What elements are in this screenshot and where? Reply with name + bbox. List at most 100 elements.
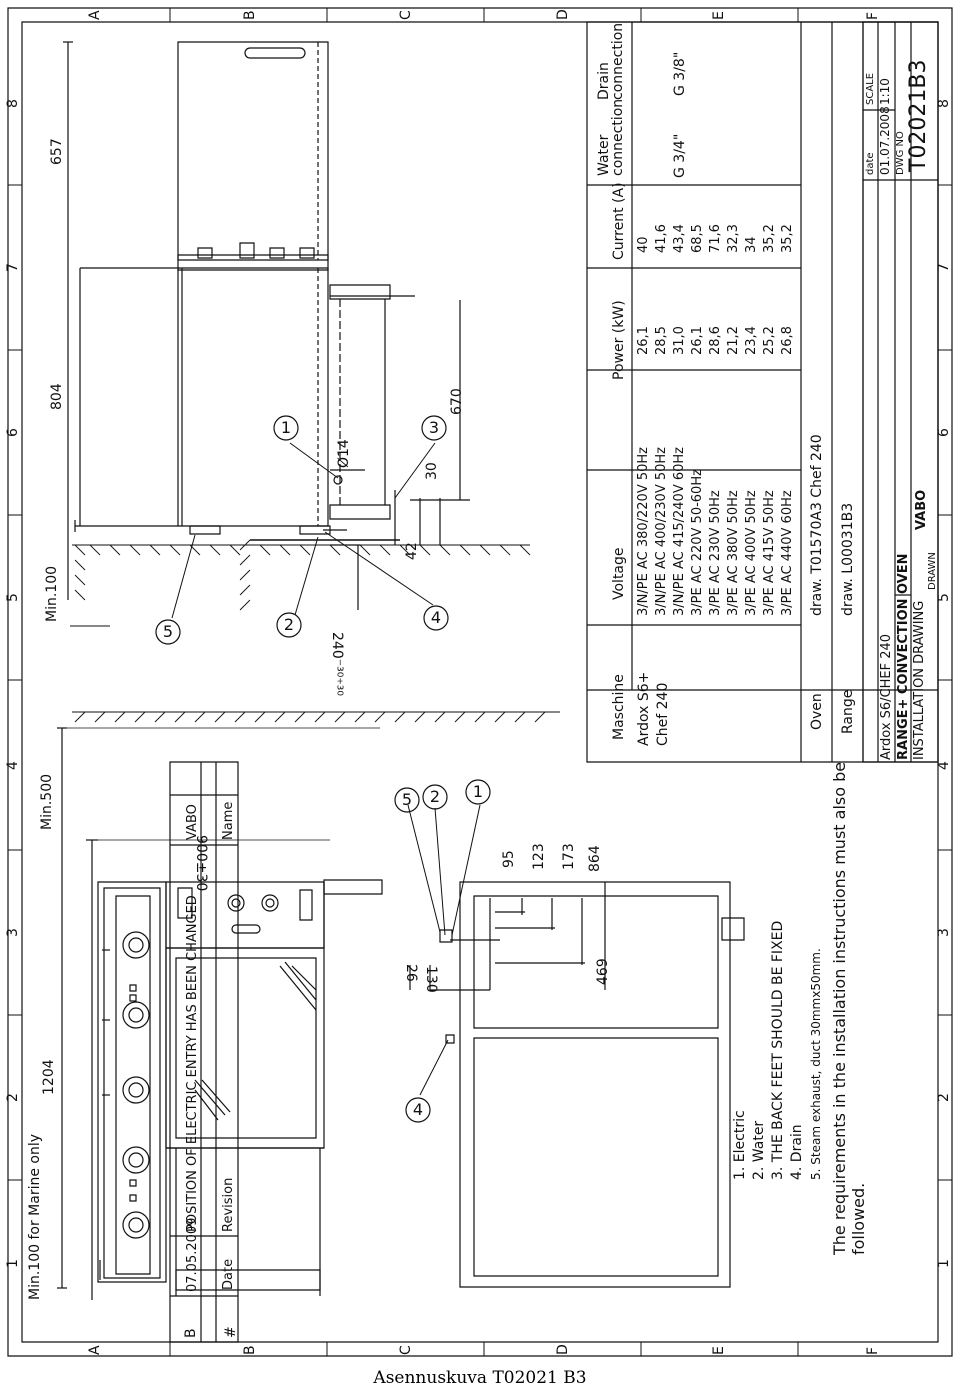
revision-hdr-date: Date bbox=[221, 1258, 236, 1290]
dim-240: 240⁻³⁰⁺³⁰ bbox=[329, 632, 345, 696]
power-row-3: 31,0 bbox=[672, 326, 687, 355]
zone-bottom-e: E bbox=[711, 1346, 727, 1355]
requirement-line-2: followed. bbox=[849, 1182, 868, 1255]
title-line-3: INSTALLATION DRAWING bbox=[912, 600, 927, 760]
voltage-row-2: 3/N/PE AC 400/230V 50Hz bbox=[654, 447, 669, 616]
dwg-label: DWG NO bbox=[895, 131, 906, 175]
revision-hdr-hash: # bbox=[223, 1326, 239, 1338]
col-right-2: 2 bbox=[936, 1093, 952, 1102]
back-view bbox=[410, 882, 744, 1287]
current-row-6: 32,3 bbox=[726, 224, 741, 253]
col-left-2: 2 bbox=[5, 1093, 21, 1102]
revision-hdr-revision: Revision bbox=[221, 1177, 236, 1232]
dim-657: 657 bbox=[49, 138, 65, 165]
range-label: Range bbox=[840, 689, 856, 734]
dwg-value: T02021B3 bbox=[906, 59, 931, 172]
front-view bbox=[57, 728, 382, 1300]
dim-900: 900±30 bbox=[193, 835, 209, 892]
col-left-6: 6 bbox=[5, 428, 21, 437]
dim-min500: Min.500 bbox=[39, 773, 55, 830]
note-3: 3. THE BACK FEET SHOULD BE FIXED bbox=[770, 920, 786, 1180]
revision-hdr-name: Name bbox=[221, 801, 236, 840]
current-row-5: 71,6 bbox=[708, 224, 723, 253]
scale-value: 1:10 bbox=[878, 78, 892, 105]
col-right-6: 6 bbox=[936, 428, 952, 437]
revision-block-lines bbox=[170, 762, 238, 1342]
figure-caption: Asennuskuva T02021 B3 bbox=[373, 1368, 587, 1388]
dim-min100: Min.100 bbox=[44, 565, 60, 622]
zone-top-e: E bbox=[711, 11, 727, 20]
zone-top-b: B bbox=[242, 10, 258, 20]
dim-26: 26 bbox=[403, 964, 419, 982]
drain-value: G 3/8" bbox=[672, 51, 688, 96]
dim-804: 804 bbox=[49, 383, 65, 410]
machine-2: Chef 240 bbox=[655, 682, 671, 746]
current-row-4: 68,5 bbox=[690, 224, 705, 253]
rotated-text-layer: A B C D E F A B C D E F 8 7 6 5 4 3 2 1 … bbox=[5, 9, 952, 1355]
power-row-7: 23,4 bbox=[744, 326, 759, 355]
callout-5-top: 5 bbox=[162, 622, 174, 641]
zone-ticks bbox=[8, 8, 952, 1356]
dim-173: 173 bbox=[561, 843, 577, 870]
col-right-3: 3 bbox=[936, 928, 952, 937]
drawn-label: DRAWN bbox=[927, 552, 938, 590]
note-4: 4. Drain bbox=[789, 1124, 805, 1180]
drawn-value: VABO bbox=[914, 489, 929, 530]
col-left-1: 1 bbox=[5, 1259, 21, 1268]
zone-bottom-f: F bbox=[865, 1346, 881, 1355]
col-left-4: 4 bbox=[5, 761, 21, 770]
dim-phi14: Ø14 bbox=[336, 439, 352, 468]
callout-1-top: 1 bbox=[280, 418, 292, 437]
col-left-8: 8 bbox=[5, 99, 21, 108]
machine-1: Ardox S6+ bbox=[636, 671, 652, 746]
zone-bottom-c: C bbox=[398, 1345, 414, 1355]
current-row-9: 35,2 bbox=[780, 224, 795, 253]
col-left-3: 3 bbox=[5, 928, 21, 937]
voltage-row-4: 3/PE AC 220V 50-60Hz bbox=[690, 469, 705, 616]
col-left-7: 7 bbox=[5, 263, 21, 272]
note-1: 1. Electric bbox=[732, 1110, 748, 1180]
col-left-5: 5 bbox=[5, 593, 21, 602]
zone-top-a: A bbox=[87, 10, 103, 20]
col-right-7: 7 bbox=[936, 263, 952, 272]
th-voltage: Voltage bbox=[611, 547, 627, 600]
callout-4-top: 4 bbox=[430, 608, 442, 627]
power-row-5: 28,6 bbox=[708, 326, 723, 355]
power-row-1: 26,1 bbox=[636, 326, 651, 355]
dim-42: 42 bbox=[404, 542, 420, 560]
col-right-4: 4 bbox=[936, 761, 952, 770]
wall-hatch-top bbox=[72, 545, 530, 600]
zone-bottom-b: B bbox=[242, 1345, 258, 1355]
range-value: draw. L00031B3 bbox=[840, 502, 856, 616]
callout-3-top: 3 bbox=[428, 418, 440, 437]
col-right-5: 5 bbox=[936, 593, 952, 602]
voltage-row-6: 3/PE AC 380V 50Hz bbox=[726, 490, 741, 616]
col-right-1: 1 bbox=[936, 1259, 952, 1268]
scale-label: SCALE bbox=[865, 72, 876, 105]
revision-name: VABO bbox=[185, 804, 200, 840]
current-row-1: 40 bbox=[636, 236, 651, 253]
th-water: Water connection bbox=[596, 98, 626, 176]
current-row-8: 35,2 bbox=[762, 224, 777, 253]
revision-description: POSITION OF ELECTRIC ENTRY HAS BEEN CHAN… bbox=[185, 895, 200, 1232]
dim-864: 864 bbox=[587, 845, 603, 872]
leader-lines bbox=[172, 443, 480, 1095]
requirement-line-1: The requirements in the installation ins… bbox=[830, 761, 849, 1255]
th-machine: Maschine bbox=[611, 674, 627, 740]
dim-130: 130 bbox=[423, 966, 439, 993]
power-row-2: 28,5 bbox=[654, 326, 669, 355]
revision-rev: B bbox=[183, 1328, 199, 1338]
line-art bbox=[0, 0, 960, 1360]
oven-label: Oven bbox=[809, 693, 825, 730]
note-2: 2. Water bbox=[751, 1120, 767, 1180]
dim-95: 95 bbox=[501, 850, 517, 868]
voltage-row-5: 3/PE AC 230V 50Hz bbox=[708, 490, 723, 616]
wall-hatch-middle bbox=[72, 712, 560, 722]
dim-min100-marine: Min.100 for Marine only bbox=[27, 1133, 43, 1300]
current-row-7: 34 bbox=[744, 236, 759, 253]
callout-1-back: 1 bbox=[472, 782, 484, 801]
callout-4-back: 4 bbox=[412, 1100, 424, 1119]
frame-outer bbox=[8, 8, 952, 1356]
title-line-2: RANGE+ CONVECTION OVEN bbox=[896, 553, 911, 760]
dim-670: 670 bbox=[449, 388, 465, 415]
